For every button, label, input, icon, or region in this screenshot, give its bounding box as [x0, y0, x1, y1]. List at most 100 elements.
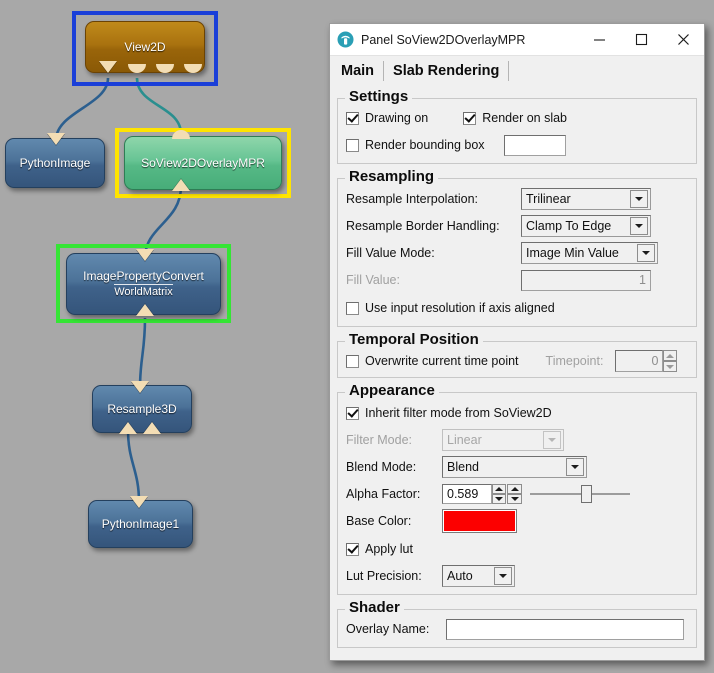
chevron-down-icon: [543, 431, 561, 449]
alpha-factor-spin-up[interactable]: [492, 484, 506, 494]
group-appearance: Appearance Inherit filter mode from SoVi…: [337, 382, 697, 595]
alpha-factor-input[interactable]: 0.589: [442, 484, 492, 504]
blend-mode-row: Blend Mode: Blend: [346, 455, 688, 479]
panel-app-icon: [337, 31, 354, 48]
panel-titlebar[interactable]: Panel SoView2DOverlayMPR: [330, 24, 704, 56]
connector-resample3d-input-0[interactable]: [131, 381, 149, 393]
group-resampling: Resampling Resample Interpolation: Trili…: [337, 168, 697, 327]
tab-main-label: Main: [341, 62, 375, 79]
node-pythonimage1-label: PythonImage1: [101, 516, 180, 531]
connector-view2d-input-0[interactable]: [99, 61, 117, 73]
node-pythonimage[interactable]: PythonImage: [5, 138, 105, 188]
connector-view2d-output-0[interactable]: [128, 64, 146, 73]
timepoint-spin-down[interactable]: [663, 361, 678, 372]
alpha-factor-slider[interactable]: [530, 484, 630, 504]
connector-resample3d-output-1[interactable]: [143, 422, 161, 434]
use-input-resolution-row: Use input resolution if axis aligned: [346, 296, 688, 320]
render-bounding-box-checkbox[interactable]: [346, 138, 359, 152]
alpha-factor-stepper[interactable]: 0.589: [442, 484, 522, 504]
blend-mode-value: Blend: [447, 460, 479, 474]
tab-separator-2: [508, 61, 510, 81]
connector-soview2doverlaympr-output-0[interactable]: [172, 130, 190, 139]
timepoint-stepper[interactable]: 0: [615, 350, 678, 372]
render-on-slab-label: Render on slab: [482, 111, 568, 125]
bounding-box-input[interactable]: [503, 134, 566, 156]
alpha-factor-spin-buttons-fast[interactable]: [507, 484, 522, 504]
alpha-factor-spin-down[interactable]: [492, 494, 506, 504]
tab-slab-rendering[interactable]: Slab Rendering: [384, 56, 508, 85]
maximize-icon[interactable]: [620, 25, 662, 55]
fill-value-mode-row: Fill Value Mode: Image Min Value: [346, 241, 688, 265]
use-input-resolution-checkbox[interactable]: [346, 301, 359, 315]
drawing-on-checkbox[interactable]: [346, 111, 359, 125]
blend-mode-label: Blend Mode:: [346, 460, 417, 474]
chevron-down-icon: [630, 217, 648, 235]
alpha-factor-label: Alpha Factor:: [346, 487, 421, 501]
node-imagepropertyconvert[interactable]: ImagePropertyConvert WorldMatrix: [66, 253, 221, 315]
resample-border-handling-select[interactable]: Clamp To Edge: [521, 215, 651, 237]
filter-mode-value: Linear: [447, 433, 482, 447]
connector-imagepropertyconvert-input-0[interactable]: [136, 249, 154, 261]
group-shader: Shader Overlay Name:: [337, 599, 697, 648]
node-resample3d[interactable]: Resample3D: [92, 385, 192, 433]
node-view2d-label: View2D: [124, 39, 166, 54]
selection-frame-soview2doverlaympr: [115, 128, 291, 198]
chevron-down-icon: [630, 190, 648, 208]
resample-interpolation-row: Resample Interpolation: Trilinear: [346, 187, 688, 211]
node-imagepropertyconvert-label: ImagePropertyConvert: [83, 268, 204, 283]
group-settings: Settings Drawing on Render on slab Rende…: [337, 88, 697, 164]
connector-view2d-output-2[interactable]: [184, 64, 202, 73]
alpha-factor-spin-buttons[interactable]: [492, 484, 506, 504]
connector-resample3d-output-0[interactable]: [119, 422, 137, 434]
selection-frame-imagepropertyconvert: [56, 244, 231, 323]
inherit-filter-mode-checkbox[interactable]: [346, 406, 359, 420]
timepoint-input[interactable]: 0: [615, 350, 664, 372]
overlay-name-input[interactable]: [446, 618, 684, 640]
resample-border-handling-row: Resample Border Handling: Clamp To Edge: [346, 214, 688, 238]
minimize-icon[interactable]: [578, 25, 620, 55]
blend-mode-select[interactable]: Blend: [442, 456, 587, 478]
base-color-swatch[interactable]: [442, 509, 517, 533]
filter-mode-select[interactable]: Linear: [442, 429, 564, 451]
chevron-down-icon: [494, 567, 512, 585]
alpha-factor-spin-up-fast[interactable]: [507, 484, 522, 494]
resample-interpolation-value: Trilinear: [526, 192, 571, 206]
fill-value-input[interactable]: 1: [521, 269, 651, 291]
filter-mode-label: Filter Mode:: [346, 433, 412, 447]
connector-soview2doverlaympr-input-0[interactable]: [172, 179, 190, 191]
fill-value-mode-label: Fill Value Mode:: [346, 246, 435, 260]
resample-border-handling-value: Clamp To Edge: [526, 219, 612, 233]
tab-bar[interactable]: Main Slab Rendering: [330, 56, 704, 85]
timepoint-spin-up[interactable]: [663, 350, 678, 361]
render-on-slab-checkbox[interactable]: [463, 111, 477, 125]
connector-imagepropertyconvert-output-0[interactable]: [136, 304, 154, 316]
tab-main[interactable]: Main: [332, 56, 383, 85]
drawing-on-label: Drawing on: [365, 111, 429, 125]
node-soview2doverlaympr[interactable]: SoView2DOverlayMPR: [124, 136, 282, 190]
group-settings-legend: Settings: [345, 88, 413, 105]
inherit-filter-mode-row: Inherit filter mode from SoView2D: [346, 401, 688, 425]
alpha-factor-slider-knob[interactable]: [580, 485, 592, 503]
apply-lut-label: Apply lut: [365, 542, 413, 556]
node-pythonimage1[interactable]: PythonImage1: [88, 500, 193, 548]
connector-pythonimage1-input-0[interactable]: [130, 496, 148, 508]
timepoint-spin-buttons[interactable]: [663, 350, 678, 372]
fill-value-mode-select[interactable]: Image Min Value: [521, 242, 658, 264]
overwrite-time-point-checkbox[interactable]: [346, 354, 359, 368]
resample-interpolation-select[interactable]: Trilinear: [521, 188, 651, 210]
fill-value-label: Fill Value:: [346, 273, 400, 287]
base-color-row: Base Color:: [346, 509, 688, 533]
alpha-factor-spin-down-fast[interactable]: [507, 494, 522, 504]
tab-slab-rendering-label: Slab Rendering: [393, 62, 500, 79]
lut-precision-label: Lut Precision:: [346, 569, 422, 583]
close-icon[interactable]: [662, 25, 704, 55]
apply-lut-checkbox[interactable]: [346, 542, 359, 556]
panel-title: Panel SoView2DOverlayMPR: [361, 32, 526, 47]
connector-pythonimage-input-0[interactable]: [47, 133, 65, 145]
connector-view2d-output-1[interactable]: [156, 64, 174, 73]
panel-body: Settings Drawing on Render on slab Rende…: [330, 85, 704, 660]
overwrite-time-point-label: Overwrite current time point: [365, 354, 519, 368]
settings-row-2: Render bounding box: [346, 133, 688, 157]
lut-precision-select[interactable]: Auto: [442, 565, 515, 587]
